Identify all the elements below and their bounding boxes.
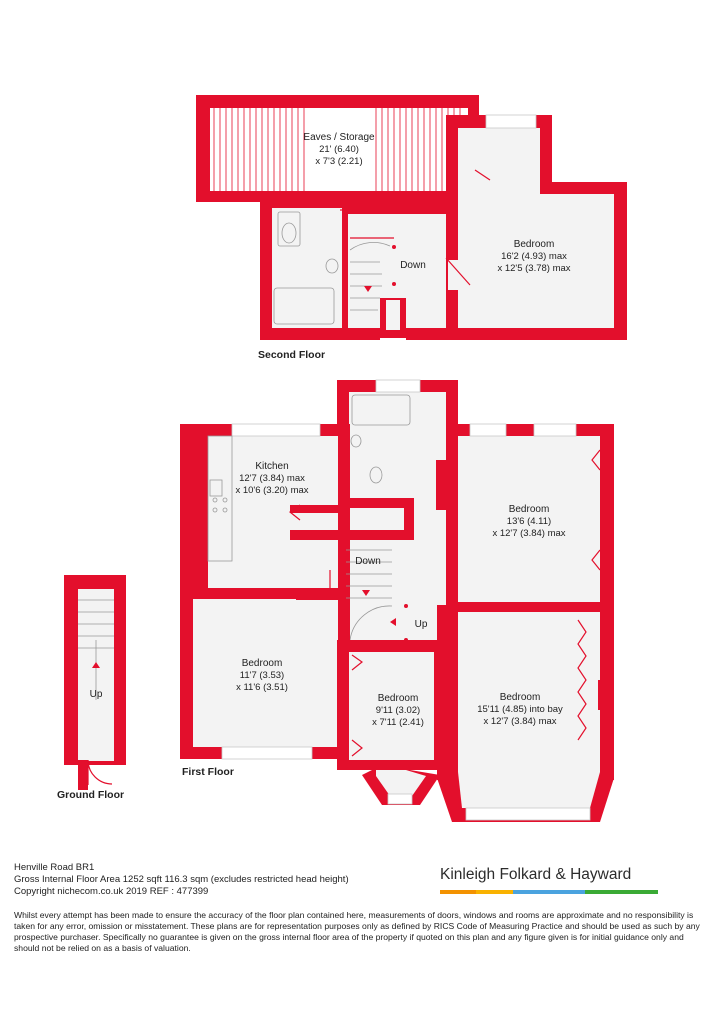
second-floor-plan [196, 95, 627, 342]
second-bedroom-room [458, 128, 614, 328]
first-floor-plan [180, 379, 614, 822]
copyright-ref: Copyright nichecom.co.uk 2019 REF : 4773… [14, 886, 209, 897]
first-bedroom-ur-label: Bedroom 13'6 (4.11) x 12'7 (3.84) max [492, 504, 565, 539]
first-bedroom-left-room [193, 599, 338, 747]
brand-bar-segment [440, 890, 477, 894]
first-bedroom-bay-room [458, 612, 600, 772]
second-bathroom [272, 208, 342, 328]
first-stair-down-label: Down [355, 556, 381, 567]
ground-stairs [78, 599, 114, 700]
svg-text:x 11'6 (3.51): x 11'6 (3.51) [236, 682, 288, 693]
first-stair-up-label: Up [415, 619, 428, 630]
disclaimer-text: Whilst every attempt has been made to en… [14, 910, 700, 953]
svg-text:11'7 (3.53): 11'7 (3.53) [240, 670, 284, 681]
svg-text:x 12'7 (3.84) max: x 12'7 (3.84) max [483, 716, 556, 727]
svg-text:Kitchen: Kitchen [255, 461, 288, 472]
ground-floor-label: Ground Floor [57, 789, 124, 801]
second-stair-label: Down [400, 260, 426, 271]
first-bedroom-left-label: Bedroom 11'7 (3.53) x 11'6 (3.51) [236, 658, 288, 693]
svg-text:Bedroom: Bedroom [509, 504, 550, 515]
brand-bar-segment [476, 890, 513, 894]
svg-text:9'11 (3.02): 9'11 (3.02) [376, 705, 420, 716]
first-bedroom-small-label: Bedroom 9'11 (3.02) x 7'11 (2.41) [372, 693, 424, 728]
svg-text:x 12'7 (3.84) max: x 12'7 (3.84) max [492, 528, 565, 539]
svg-text:Eaves / Storage: Eaves / Storage [303, 132, 375, 143]
wardrobe-doors [288, 449, 601, 757]
floor-area: Gross Internal Floor Area 1252 sqft 116.… [14, 874, 349, 885]
property-info: Henville Road BR1 Gross Internal Floor A… [14, 862, 694, 898]
brand-bar-segment [585, 890, 622, 894]
ground-stair-up-label: Up [90, 689, 103, 700]
kitchen-label: Kitchen 12'7 (3.84) max x 10'6 (3.20) ma… [235, 461, 308, 496]
eaves-label: Eaves / Storage 21' (6.40) x 7'3 (2.21) [303, 132, 375, 167]
svg-text:x 10'6 (3.20) max: x 10'6 (3.20) max [235, 485, 308, 496]
svg-text:Bedroom: Bedroom [514, 239, 555, 250]
agent-name: Kinleigh Folkard & Hayward [440, 866, 632, 883]
svg-text:Bedroom: Bedroom [500, 692, 541, 703]
first-bedroom-ur-room [458, 436, 600, 602]
eaves-room [210, 108, 468, 191]
svg-text:x 12'5 (3.78) max: x 12'5 (3.78) max [497, 263, 570, 274]
svg-text:15'11 (4.85) into bay: 15'11 (4.85) into bay [477, 704, 563, 715]
agent-logo: Kinleigh Folkard & Hayward [440, 866, 660, 894]
svg-text:Bedroom: Bedroom [378, 693, 419, 704]
svg-text:12'7 (3.84) max: 12'7 (3.84) max [239, 473, 305, 484]
svg-text:Bedroom: Bedroom [242, 658, 283, 669]
first-stairs [346, 549, 393, 641]
svg-text:x 7'3 (2.21): x 7'3 (2.21) [315, 156, 362, 167]
svg-text:x 7'11 (2.41): x 7'11 (2.41) [372, 717, 424, 728]
first-bathroom [349, 392, 446, 492]
svg-text:21' (6.40): 21' (6.40) [319, 144, 359, 155]
first-landing [350, 492, 446, 640]
property-address: Henville Road BR1 [14, 862, 95, 873]
first-bedroom-small-room [349, 652, 434, 760]
second-stairs [349, 242, 391, 311]
brand-bar-segment [512, 890, 549, 894]
first-floor-label: First Floor [182, 766, 234, 778]
ground-floor-plan [64, 575, 126, 790]
second-bedroom-window [485, 114, 537, 129]
eaves-hatching [213, 108, 461, 191]
brand-color-bar [440, 890, 658, 894]
brand-bar-segment [548, 890, 586, 894]
second-floor-label: Second Floor [258, 349, 325, 361]
svg-text:16'2 (4.93) max: 16'2 (4.93) max [501, 251, 567, 262]
second-bedroom-label: Bedroom 16'2 (4.93) max x 12'5 (3.78) ma… [497, 239, 570, 274]
first-bedroom-bay-label: Bedroom 15'11 (4.85) into bay x 12'7 (3.… [477, 692, 563, 727]
svg-text:13'6 (4.11): 13'6 (4.11) [507, 516, 551, 527]
brand-bar-segment [621, 890, 658, 894]
